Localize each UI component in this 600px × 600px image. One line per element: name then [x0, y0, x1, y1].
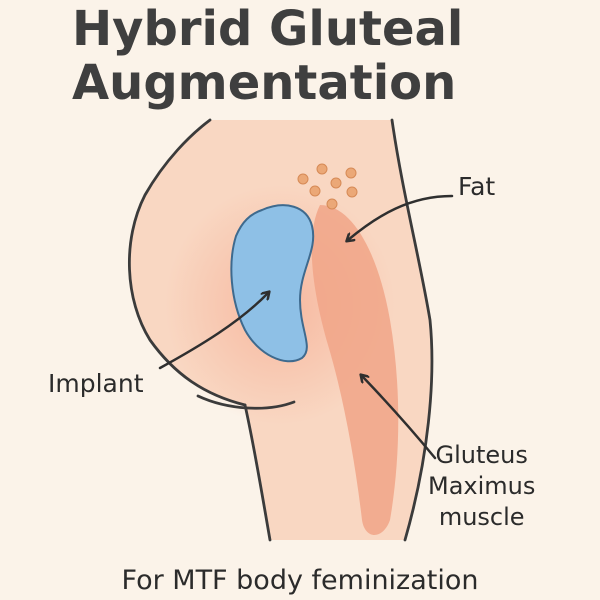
muscle-arrow [362, 376, 437, 460]
callout-arrows [158, 194, 454, 460]
diagram-caption: For MTF body feminization [121, 565, 479, 596]
implant-label: Implant [48, 369, 144, 398]
gluteus-maximus-label: Gluteus Maximus muscle [428, 441, 536, 531]
gluteus-maximus-muscle [311, 205, 399, 535]
back-outline [127, 118, 247, 407]
title-line-2: Augmentation [72, 55, 457, 111]
body-outlines [127, 118, 434, 542]
fat-droplets [297, 163, 358, 210]
fat-label: Fat [458, 172, 496, 201]
implant-arrow [158, 293, 268, 370]
front-outline [390, 118, 434, 542]
gluteal-fold-line [196, 394, 296, 410]
title-line-1: Hybrid Gluteal [72, 1, 464, 57]
diagram-title: Hybrid Gluteal Augmentation [72, 2, 463, 110]
fat-arrow [348, 194, 454, 240]
implant-shape [230, 204, 315, 363]
inner-leg-line [243, 403, 272, 542]
